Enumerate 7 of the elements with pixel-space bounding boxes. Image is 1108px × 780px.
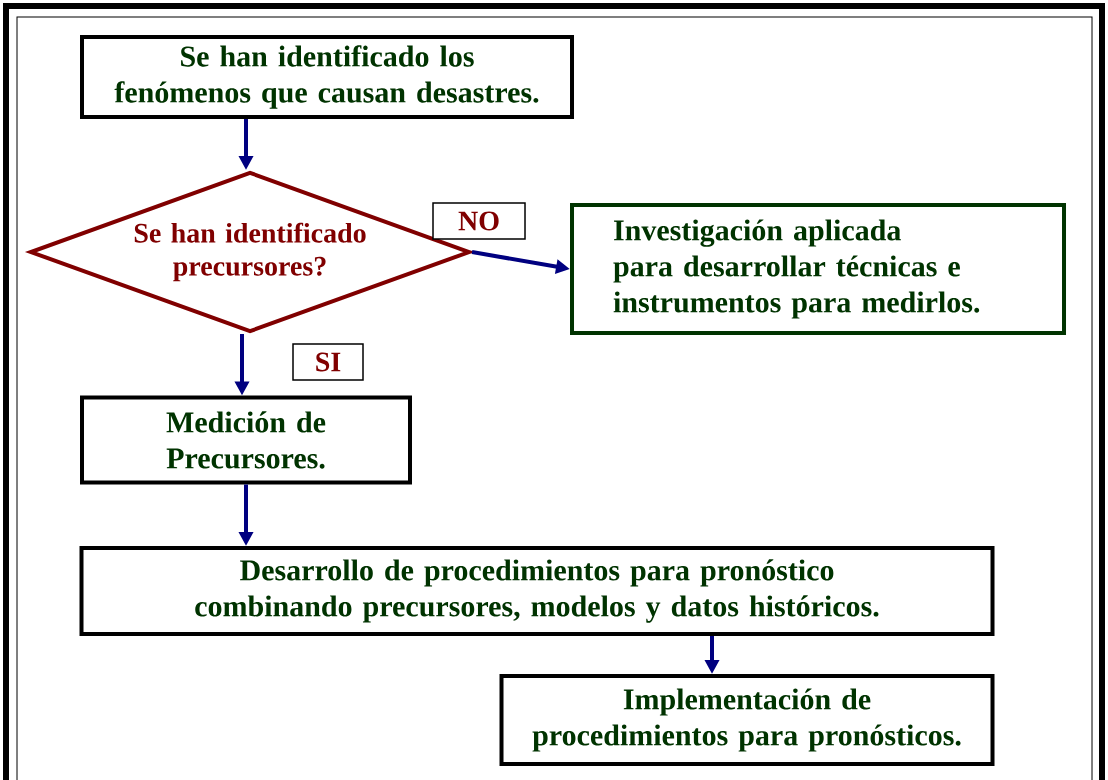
- process-box: Desarrollo de procedimientos para pronóstico combinando precursores, modelos y datos históricos.: [79, 546, 995, 636]
- edge-label: NO: [432, 202, 526, 240]
- process-box: Se han identificado los fenómenos que causan desastres.: [80, 35, 574, 119]
- process-box: Investigación aplicada para desarrollar técnicas e instrumentos para medirlos.: [570, 203, 1066, 335]
- process-box: Medición de Precursores.: [80, 395, 412, 485]
- process-box: Implementación de procedimientos para pronósticos.: [499, 674, 995, 766]
- edge-label: SI: [292, 343, 364, 381]
